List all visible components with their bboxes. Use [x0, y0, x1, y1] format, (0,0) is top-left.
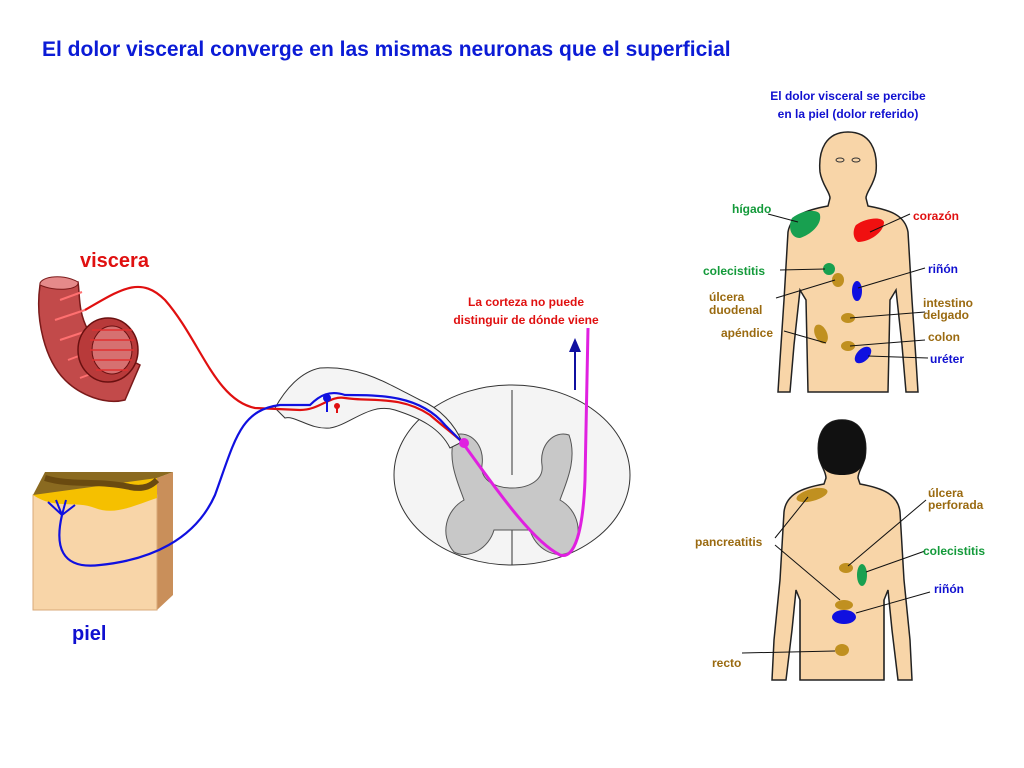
front-label-heart: corazón: [913, 209, 959, 223]
diagram-title: El dolor visceral converge en las mismas…: [42, 38, 731, 61]
colon-organ: [841, 341, 855, 351]
heart-organ: [853, 218, 884, 242]
back-organs: [796, 487, 867, 656]
back-pancreas-lower: [835, 600, 853, 610]
appendix-organ: [814, 324, 828, 344]
front-label-ureter: uréter: [930, 352, 964, 366]
front-label-liver: hígado: [732, 202, 771, 216]
back-kidney: [832, 610, 856, 624]
back-gallbladder: [857, 564, 867, 586]
front-label-small: delgado: [923, 308, 969, 322]
front-leader-lines: [767, 213, 929, 359]
back-label-rectum: recto: [712, 656, 741, 670]
kidney-organ: [852, 281, 862, 301]
back-label-perforated: perforada: [928, 498, 984, 512]
back-label-ulcer: úlcera: [928, 486, 964, 500]
ascending-arrow-icon: [569, 338, 581, 390]
small-intestine-organ: [841, 313, 855, 323]
referred-pain-title-line2: en la piel (dolor referido): [778, 107, 919, 121]
ureter-organ: [854, 346, 872, 364]
spinothalamic-tract-path: [460, 327, 590, 557]
cortex-note-line1: La corteza no puede: [468, 295, 584, 309]
intestine-illustration: [37, 276, 141, 402]
back-label-kidney: riñón: [934, 582, 964, 596]
back-label-pancreatitis: pancreatitis: [695, 535, 763, 549]
back-rectum: [835, 644, 849, 656]
skin-fiber-path: [58, 391, 463, 567]
cortex-note-line2: distinguir de dónde viene: [453, 313, 599, 327]
visceral-fiber-path: [84, 285, 463, 443]
gallbladder-organ: [823, 263, 835, 275]
visceral-neuron-cell-body: [334, 403, 340, 409]
back-pancreas-upper: [796, 487, 828, 503]
skin-neuron-cell-body: [323, 394, 331, 402]
referred-pain-title-line1: El dolor visceral se percibe: [770, 89, 926, 103]
front-label-cholecystitis: colecistitis: [703, 264, 765, 278]
front-label-ulcer: úlcera: [709, 290, 745, 304]
front-label-colon: colon: [928, 330, 960, 344]
duodenum-organ: [832, 273, 844, 287]
skin-label: piel: [72, 623, 106, 645]
front-label-intestine: intestino: [923, 296, 973, 310]
back-leader-lines: [741, 496, 931, 654]
viscera-label: viscera: [80, 250, 150, 272]
back-label-cholecystitis: colecistitis: [923, 544, 985, 558]
back-body-silhouette: [771, 419, 913, 681]
liver-organ: [790, 210, 821, 238]
back-ulcer: [839, 563, 853, 573]
front-organs: [790, 210, 884, 364]
front-label-duodenal: duodenal: [709, 303, 762, 317]
spinal-cord-illustration: [274, 367, 631, 566]
front-body-silhouette: [777, 131, 919, 393]
convergence-neuron: [459, 438, 469, 448]
front-label-appendix: apéndice: [721, 326, 773, 340]
skin-block-illustration: [32, 472, 173, 611]
front-label-kidney: riñón: [928, 262, 958, 276]
